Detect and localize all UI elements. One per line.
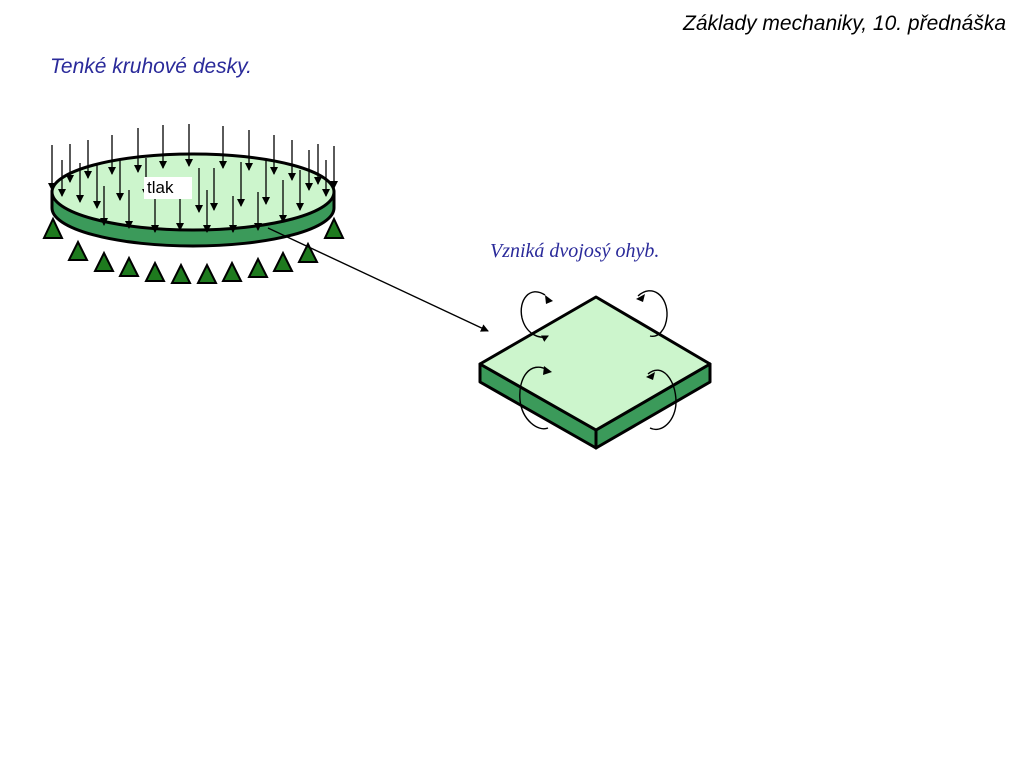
triangle-support-icon bbox=[272, 250, 294, 272]
curved-arrow-icon bbox=[545, 295, 553, 304]
triangle-support-icon bbox=[144, 260, 166, 282]
triangle-support-icon bbox=[297, 241, 319, 263]
curved-arrow-icon bbox=[637, 290, 668, 337]
curved-arrow-icon bbox=[520, 291, 549, 342]
biaxial-bending-caption: Vzniká dvojosý ohyb. bbox=[490, 240, 660, 262]
triangle-support-icon bbox=[118, 255, 140, 277]
moment-arrowheads bbox=[543, 294, 655, 380]
leader-arrow bbox=[267, 227, 489, 332]
plate-top-face bbox=[50, 152, 336, 232]
triangle-support-icon bbox=[196, 262, 218, 284]
triangle-support-icon bbox=[42, 216, 64, 239]
triangle-support-icon bbox=[93, 250, 115, 272]
triangle-support-icon bbox=[67, 239, 89, 261]
circular-plate bbox=[50, 152, 336, 248]
triangle-support-icon bbox=[323, 216, 345, 239]
lecture-header: Základy mechaniky, 10. přednáška bbox=[683, 12, 1006, 35]
bending-moments bbox=[519, 290, 677, 431]
triangle-support-icon bbox=[247, 256, 269, 278]
curved-arrow-icon bbox=[647, 369, 677, 431]
triangle-support-icon bbox=[170, 262, 192, 284]
curved-arrow-icon bbox=[543, 366, 552, 375]
pressure-label: tlak bbox=[144, 177, 192, 199]
plate-element bbox=[478, 295, 712, 450]
curved-arrow-icon bbox=[636, 294, 645, 302]
slide-heading: Tenké kruhové desky. bbox=[50, 55, 252, 78]
curved-arrow-icon bbox=[646, 372, 655, 380]
element-top-face bbox=[478, 295, 712, 432]
curved-arrow-icon bbox=[519, 366, 549, 430]
plate-supports bbox=[42, 216, 345, 284]
triangle-support-icon bbox=[221, 260, 243, 282]
